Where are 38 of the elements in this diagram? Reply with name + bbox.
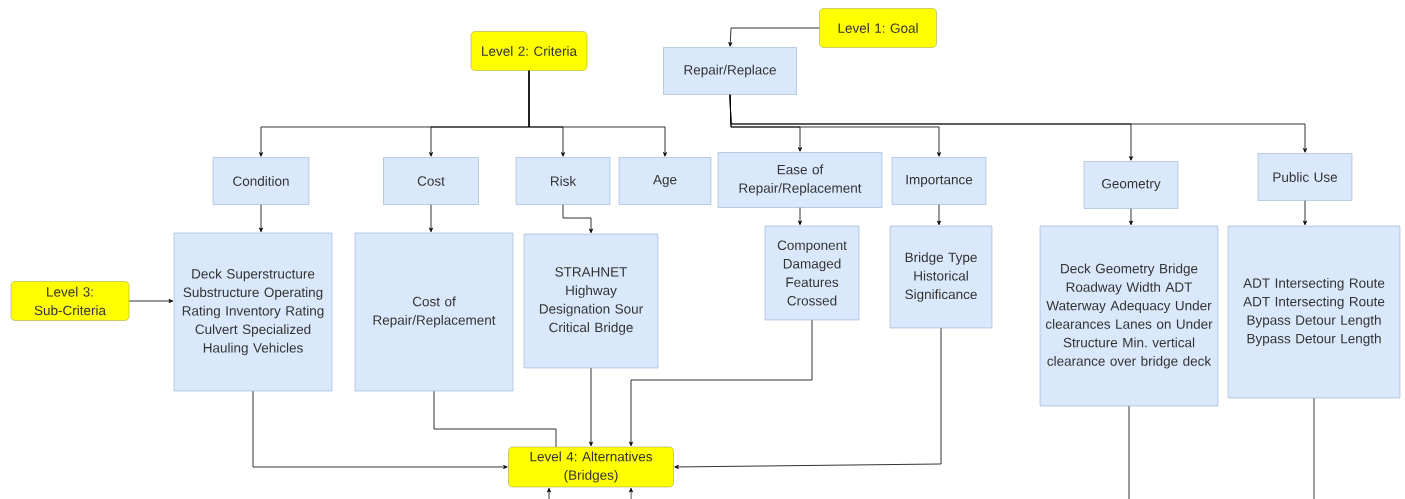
level-box: Level 3: Sub-Criteria — [10, 281, 130, 321]
criteria-box: Age — [618, 157, 712, 205]
criteria-box: Risk — [515, 157, 611, 205]
subcriteria-box: Deck Superstructure Substructure Operating Rating Inventory Rating Culvert Specialized Hauling Vehicles — [173, 232, 333, 392]
arrow — [1129, 208, 1133, 226]
level-box: Level 1: Goal — [819, 8, 937, 48]
arrow — [729, 94, 1307, 153]
arrow — [429, 204, 433, 233]
subcriteria-box: Component Damaged Features Crossed — [764, 225, 860, 321]
subcriteria-box: Cost of Repair/Replacement — [354, 232, 514, 392]
arrow — [589, 367, 593, 447]
arrow — [674, 327, 942, 469]
criteria-box: Condition — [212, 157, 310, 205]
arrow — [252, 390, 508, 469]
arrow — [128, 299, 174, 303]
arrow — [728, 27, 820, 47]
arrow — [798, 207, 802, 226]
arrow — [937, 204, 941, 226]
arrow — [629, 319, 813, 447]
criteria-box: Repair/Replace — [663, 47, 797, 95]
arrow — [562, 204, 593, 234]
arrow — [547, 397, 1315, 499]
connector-line — [433, 390, 557, 448]
subcriteria-box: Bridge Type Historical Significance — [889, 225, 993, 329]
subcriteria-box: STRAHNET Highway Designation Sour Critical Bridge — [523, 233, 659, 369]
criteria-box: Geometry — [1083, 161, 1179, 209]
criteria-box: Cost — [383, 157, 479, 205]
level-box: Level 2: Criteria — [470, 31, 588, 71]
arrow — [259, 204, 263, 233]
subcriteria-box: Deck Geometry Bridge Roadway Width ADT Waterway Adequacy Under clearances Lanes on Under Structure Min. vertical clearance over bridge deck — [1039, 225, 1219, 407]
subcriteria-box: ADT Intersecting Route ADT Intersecting Route Bypass Detour Length Bypass Detour Length — [1227, 225, 1401, 399]
arrow — [528, 70, 667, 157]
level-box: Level 4: Alternatives (Bridges) — [508, 446, 674, 488]
criteria-box: Ease of Repair/Replacement — [717, 152, 883, 208]
arrow — [629, 405, 1130, 499]
arrow — [1303, 200, 1307, 226]
criteria-box: Public Use — [1257, 153, 1353, 201]
criteria-box: Importance — [891, 157, 987, 205]
